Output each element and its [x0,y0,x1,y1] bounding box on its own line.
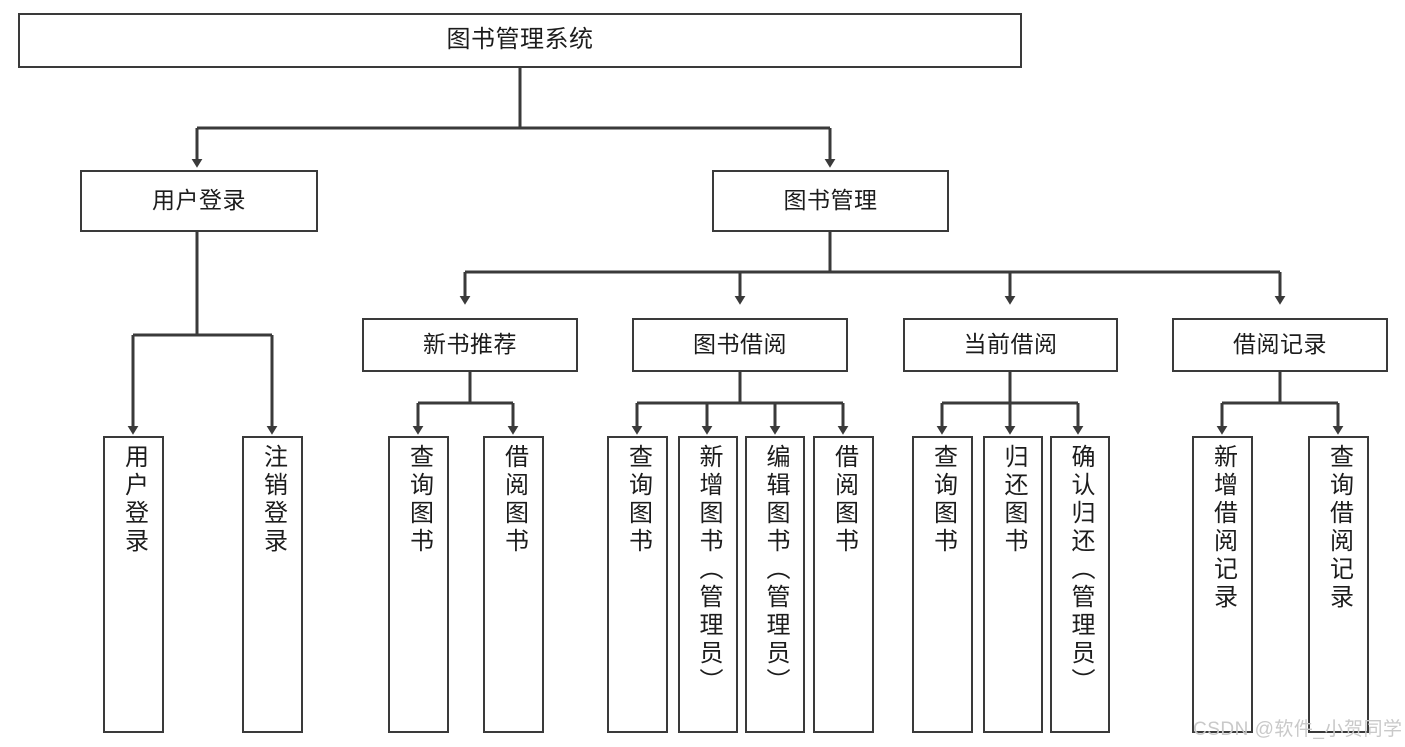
node-current-borrow-label: 当前借阅 [963,331,1058,358]
node-leaf-return-book[interactable]: 归还图书 [983,436,1043,733]
node-current-borrow[interactable]: 当前借阅 [903,318,1118,372]
node-leaf-edit-book-label: 编辑图书（管理员） [762,444,789,696]
node-leaf-query-book-2-label: 查询图书 [624,444,652,556]
node-book-manage[interactable]: 图书管理 [712,170,949,232]
node-leaf-query-book-2[interactable]: 查询图书 [607,436,668,733]
node-borrow-record[interactable]: 借阅记录 [1172,318,1388,372]
node-leaf-query-book-1[interactable]: 查询图书 [388,436,449,733]
node-user-login[interactable]: 用户登录 [80,170,318,232]
node-leaf-query-record-label: 查询借阅记录 [1325,444,1353,612]
node-leaf-logout-login-label: 注销登录 [259,444,287,556]
node-leaf-add-record-label: 新增借阅记录 [1209,444,1237,612]
node-leaf-user-login-label: 用户登录 [120,444,148,556]
node-book-borrow[interactable]: 图书借阅 [632,318,848,372]
node-leaf-borrow-book-1-label: 借阅图书 [500,444,528,556]
node-leaf-borrow-book-2-label: 借阅图书 [830,444,858,556]
node-leaf-borrow-book-1[interactable]: 借阅图书 [483,436,544,733]
node-borrow-record-label: 借阅记录 [1233,331,1327,358]
node-leaf-logout-login[interactable]: 注销登录 [242,436,303,733]
node-leaf-confirm-return-label: 确认归还（管理员） [1067,444,1094,696]
node-leaf-user-login[interactable]: 用户登录 [103,436,164,733]
node-root[interactable]: 图书管理系统 [18,13,1022,68]
node-leaf-add-book[interactable]: 新增图书（管理员） [678,436,738,733]
node-new-book-recommend[interactable]: 新书推荐 [362,318,578,372]
node-leaf-edit-book[interactable]: 编辑图书（管理员） [745,436,805,733]
node-book-borrow-label: 图书借阅 [693,331,787,358]
node-leaf-query-book-1-label: 查询图书 [405,444,433,556]
node-leaf-add-record[interactable]: 新增借阅记录 [1192,436,1253,733]
node-leaf-query-book-3-label: 查询图书 [929,444,957,556]
node-user-login-label: 用户登录 [152,187,246,214]
node-leaf-borrow-book-2[interactable]: 借阅图书 [813,436,874,733]
node-leaf-add-book-label: 新增图书（管理员） [695,444,722,696]
node-root-label: 图书管理系统 [446,26,594,54]
node-leaf-query-book-3[interactable]: 查询图书 [912,436,973,733]
node-book-manage-label: 图书管理 [783,187,878,214]
node-new-book-recommend-label: 新书推荐 [423,331,517,358]
node-leaf-query-record[interactable]: 查询借阅记录 [1308,436,1369,733]
node-leaf-return-book-label: 归还图书 [1000,444,1027,556]
csdn-watermark: CSDN @软件_小贺同学 [1193,719,1403,740]
node-leaf-confirm-return[interactable]: 确认归还（管理员） [1050,436,1110,733]
